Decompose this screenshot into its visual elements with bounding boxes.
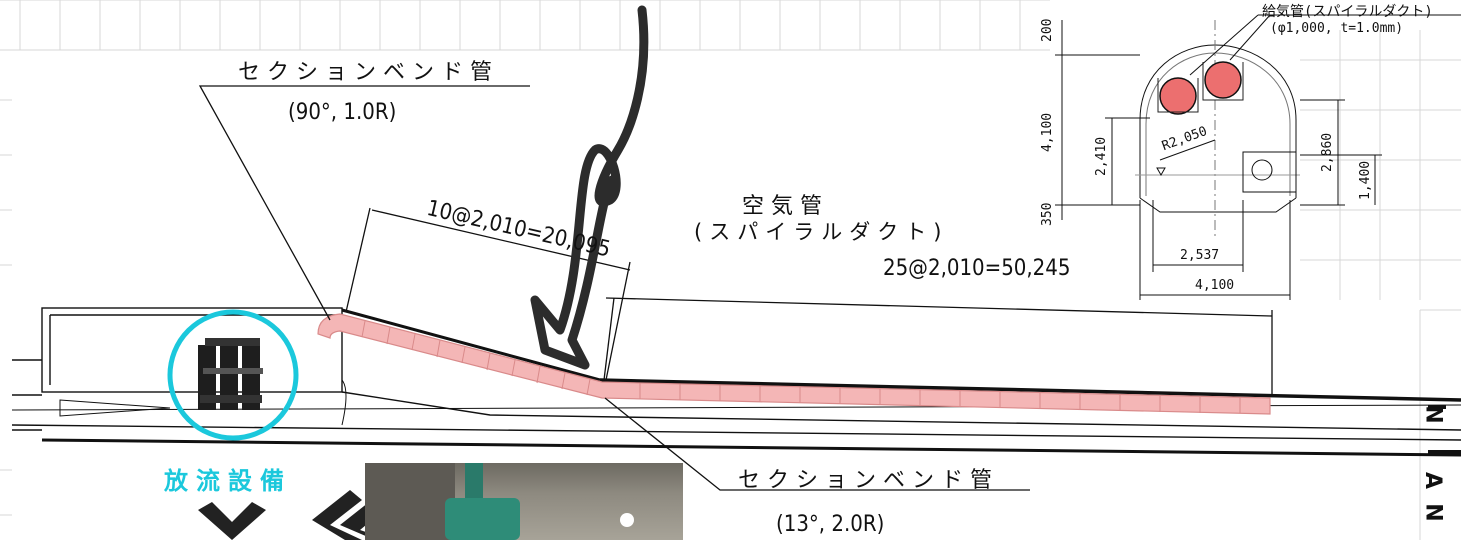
compass-letter-1: N <box>1420 405 1446 424</box>
discharge-equipment-icon <box>167 309 299 441</box>
dim-2410: 2,410 <box>1094 136 1109 176</box>
chamber-box <box>41 307 343 393</box>
dim-200: 200 <box>1040 18 1055 42</box>
air-pipe-subtitle: (スパイラルダクト) <box>694 220 949 244</box>
dim-350: 350 <box>1040 202 1055 226</box>
dim-2860: 2,860 <box>1320 132 1335 172</box>
discharge-label: 放流設備 <box>164 467 292 495</box>
supply-pipe-spec: (φ1,000, t=1.0mm) <box>1270 21 1404 36</box>
compass-letter-3: N <box>1420 503 1446 522</box>
leader-lines <box>198 85 1273 491</box>
photo-light <box>620 513 634 527</box>
compass <box>1428 405 1461 454</box>
air-pipe <box>317 313 1271 415</box>
dim-4100-vertical: 4,100 <box>1040 112 1055 152</box>
tunnel-cross-section <box>1055 14 1461 300</box>
dim-1400: 1,400 <box>1358 160 1373 200</box>
double-chevron-icon <box>198 490 390 540</box>
compass-letter-2: A <box>1420 471 1446 490</box>
photo-valve-body <box>445 498 520 540</box>
supply-pipe-title: 給気管(スパイラルダクト) <box>1262 4 1433 20</box>
dim-long-label: 25@2,010=50,245 <box>883 256 1071 281</box>
air-pipe-title: 空気管 <box>742 194 830 219</box>
site-photo <box>365 463 683 540</box>
dim-4100-horizontal: 4,100 <box>1195 278 1235 293</box>
bend-top-title: セクションベンド管 <box>238 60 500 85</box>
bend-bottom-title: セクションベンド管 <box>738 468 1000 493</box>
photo-wall <box>365 463 455 540</box>
bend-bottom-spec: (13°, 2.0R) <box>776 512 885 537</box>
dim-2537: 2,537 <box>1180 248 1220 263</box>
curved-arrow-icon <box>530 5 649 370</box>
bend-top-spec: (90°, 1.0R) <box>288 100 397 125</box>
